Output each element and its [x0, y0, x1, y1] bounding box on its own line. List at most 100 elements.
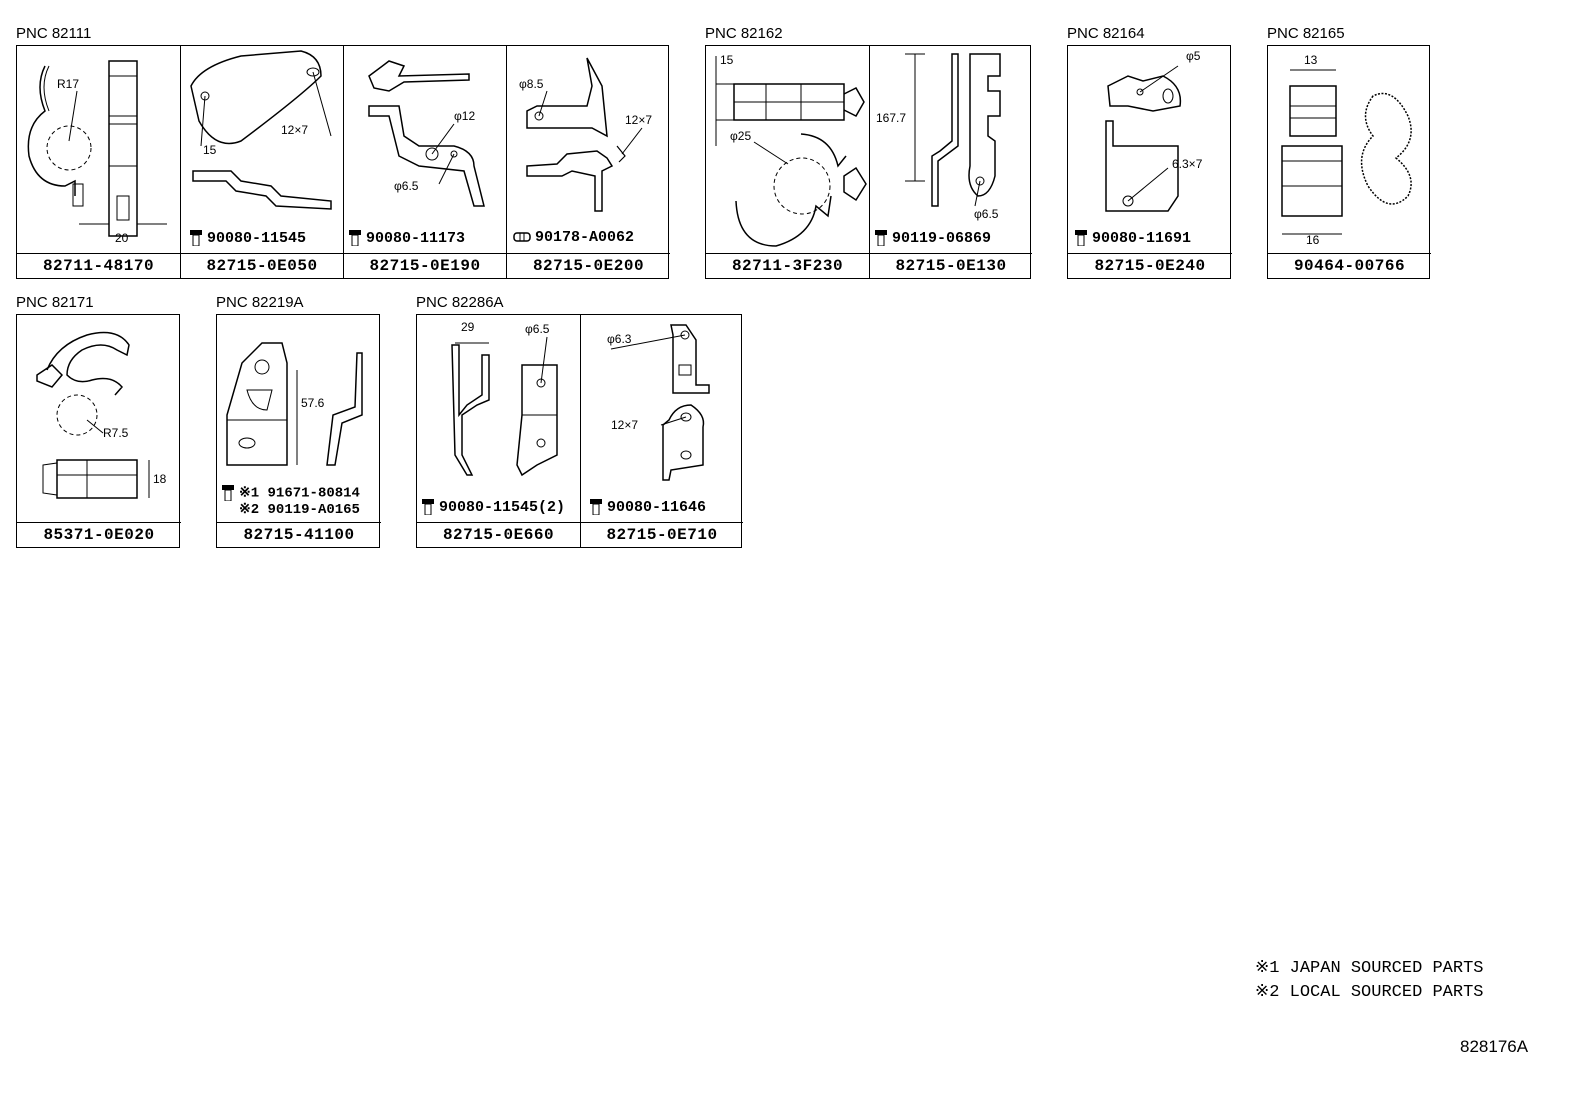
- part-panel-90464-00766[interactable]: 13 16 90464-00766: [1268, 46, 1431, 278]
- note-local-sourced: ※2 LOCAL SOURCED PARTS: [1255, 983, 1484, 1002]
- part-panel-82715-0E130[interactable]: 167.7 φ6.5 90119-06869 82715-0E130: [869, 46, 1032, 278]
- parts-group-82219a: 57.6 ※1 91671-80814 ※2 90119-A0165 82715…: [216, 314, 381, 548]
- part-panel-82715-0E190[interactable]: φ12 φ6.5 90080-11173 82715-0E190: [343, 46, 506, 278]
- dim-label: φ6.5: [394, 179, 419, 193]
- part-number[interactable]: 82715-0E240: [1068, 253, 1232, 278]
- bolt-icon: [422, 499, 434, 515]
- fastener-part-number: 90119-06869: [892, 229, 992, 247]
- pnc-label-82219a: PNC 82219A: [216, 294, 304, 311]
- bracket-drawing: 57.6: [226, 342, 363, 466]
- dim-label: 29: [461, 320, 475, 334]
- fastener-nut[interactable]: 90178-A0062: [513, 230, 634, 246]
- dim-label: 16: [1306, 233, 1320, 247]
- dim-label: φ25: [730, 129, 751, 143]
- dim-label: 167.7: [876, 111, 906, 125]
- note-japan-sourced: ※1 JAPAN SOURCED PARTS: [1255, 959, 1484, 978]
- bolt-icon: [875, 230, 887, 246]
- part-panel-85371-0E020[interactable]: R7.5 18 85371-0E020: [17, 315, 181, 547]
- part-panel-82715-0E200[interactable]: φ8.5 12×7 90178-A0062 82715-0E200: [506, 46, 670, 278]
- part-panel-82715-41100[interactable]: 57.6 ※1 91671-80814 ※2 90119-A0165 82715…: [217, 315, 381, 547]
- pnc-label-82171: PNC 82171: [16, 294, 94, 311]
- part-number[interactable]: 82715-0E130: [870, 253, 1032, 278]
- bracket-drawing: φ6.3 12×7: [607, 324, 710, 481]
- dim-label: R7.5: [103, 426, 129, 440]
- dim-label: 15: [203, 143, 217, 157]
- bracket-drawing: φ8.5 12×7: [519, 57, 652, 212]
- part-panel-82711-3F230[interactable]: 15 φ25 82711-3F230: [706, 46, 869, 278]
- dim-label: 12×7: [611, 418, 638, 432]
- dim-label: 12×7: [625, 113, 652, 127]
- part-number[interactable]: 82715-0E050: [181, 253, 343, 278]
- dim-label: φ12: [454, 109, 475, 123]
- parts-group-82171: R7.5 18 85371-0E020: [16, 314, 181, 548]
- bolt-icon: [222, 485, 234, 501]
- fastener-bolt[interactable]: 90080-11545(2): [421, 499, 565, 516]
- fastener-bolt-local[interactable]: ※2 90119-A0165: [239, 502, 360, 518]
- part-number[interactable]: 90464-00766: [1268, 253, 1431, 278]
- clamp-drawing: R7.5 18: [36, 331, 167, 499]
- bracket-drawing: 29 φ6.5: [451, 320, 558, 477]
- part-panel-82715-0E240[interactable]: φ5 6.3×7 90080-11691 82715-0E240: [1068, 46, 1232, 278]
- dim-label: R17: [57, 77, 79, 91]
- part-number[interactable]: 82715-0E200: [507, 253, 670, 278]
- part-panel-82711-48170[interactable]: R17 20 82711-48170: [17, 46, 180, 278]
- dim-label: φ6.5: [525, 322, 550, 336]
- bracket-drawing: φ5 6.3×7: [1105, 49, 1203, 212]
- fastener-part-number: ※1 91671-80814: [239, 485, 360, 502]
- pnc-label-82165: PNC 82165: [1267, 25, 1345, 42]
- dim-label: 18: [153, 472, 167, 486]
- part-number[interactable]: 82711-3F230: [706, 253, 869, 278]
- bracket-drawing: 167.7 φ6.5: [876, 53, 1001, 221]
- fastener-part-number: ※2 90119-A0165: [239, 502, 360, 518]
- parts-group-82162: 15 φ25 82711-3F230 167.7 φ6.5 90119-0686…: [705, 45, 1032, 279]
- dim-label: 20: [115, 231, 129, 245]
- dim-label: φ6.3: [607, 332, 632, 346]
- dim-label: φ6.5: [974, 207, 999, 221]
- bolt-icon: [190, 230, 202, 246]
- clamp-drawing: R17 20: [27, 60, 167, 245]
- part-number[interactable]: 82711-48170: [17, 253, 180, 278]
- parts-group-82164: φ5 6.3×7 90080-11691 82715-0E240: [1067, 45, 1232, 279]
- dim-label: 12×7: [281, 123, 308, 137]
- part-panel-82715-0E660[interactable]: 29 φ6.5 90080-11545(2) 82715-0E660: [417, 315, 580, 547]
- fastener-bolt-japan[interactable]: ※1 91671-80814: [221, 485, 360, 502]
- bolt-icon: [590, 499, 602, 515]
- bracket-drawing: φ12 φ6.5: [368, 60, 485, 207]
- fastener-bolt[interactable]: 90119-06869: [874, 230, 991, 247]
- clamp-drawing: 15 φ25: [715, 53, 867, 247]
- parts-group-82165: 13 16 90464-00766: [1267, 45, 1431, 279]
- dim-label: 6.3×7: [1172, 157, 1203, 171]
- fastener-part-number: 90080-11173: [366, 229, 466, 247]
- part-panel-82715-0E710[interactable]: φ6.3 12×7 90080-11646 82715-0E710: [580, 315, 743, 547]
- diagram-code: 828176A: [1460, 1037, 1529, 1056]
- part-number[interactable]: 82715-0E710: [581, 522, 743, 547]
- dim-label: 13: [1304, 53, 1318, 67]
- fastener-part-number: 90178-A0062: [535, 229, 635, 246]
- pnc-label-82286a: PNC 82286A: [416, 294, 504, 311]
- fastener-part-number: 90080-11646: [607, 498, 707, 516]
- fastener-bolt[interactable]: 90080-11646: [589, 499, 706, 516]
- part-number[interactable]: 82715-41100: [217, 522, 381, 547]
- pnc-label-82164: PNC 82164: [1067, 25, 1145, 42]
- fastener-part-number: 90080-11545: [207, 229, 307, 247]
- clip-drawing: 13 16: [1281, 53, 1412, 247]
- fastener-bolt[interactable]: 90080-11545: [189, 230, 306, 247]
- fastener-part-number: 90080-11545(2): [439, 498, 566, 516]
- part-number[interactable]: 85371-0E020: [17, 522, 181, 547]
- part-number[interactable]: 82715-0E660: [417, 522, 580, 547]
- dim-label: φ8.5: [519, 77, 544, 91]
- dim-label: 15: [720, 53, 734, 67]
- fastener-part-number: 90080-11691: [1092, 229, 1192, 247]
- bolt-icon: [349, 230, 361, 246]
- fastener-bolt[interactable]: 90080-11691: [1074, 230, 1191, 247]
- part-panel-82715-0E050[interactable]: 15 12×7 90080-11545 82715-0E050: [180, 46, 343, 278]
- dim-label: φ5: [1186, 49, 1201, 63]
- parts-group-82286a: 29 φ6.5 90080-11545(2) 82715-0E660 φ6.3 …: [416, 314, 743, 548]
- bracket-drawing: 15 12×7: [190, 50, 332, 210]
- pnc-label-82111: PNC 82111: [16, 25, 92, 42]
- nut-icon: [513, 232, 531, 242]
- fastener-bolt[interactable]: 90080-11173: [348, 230, 465, 247]
- pnc-label-82162: PNC 82162: [705, 25, 783, 42]
- parts-group-82111: R17 20 82711-48170 15 12×7 90080-11545 8…: [16, 45, 670, 279]
- part-number[interactable]: 82715-0E190: [344, 253, 506, 278]
